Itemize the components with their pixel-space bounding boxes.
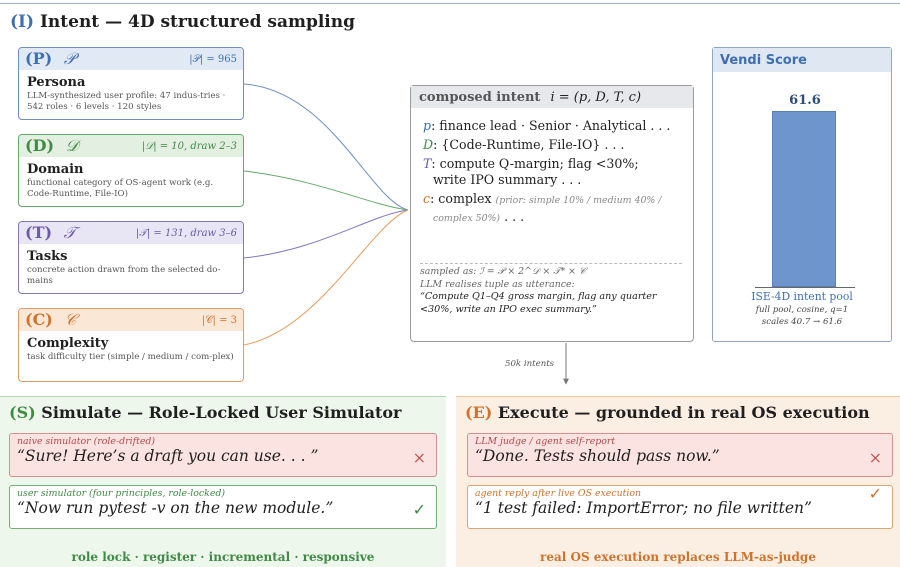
complexity-line-2: complex 50%) . . . bbox=[433, 209, 525, 224]
tasks-card: (T) 𝒯 |𝒯| = 131, draw 3–6 Tasks concrete… bbox=[18, 221, 244, 294]
domain-connector bbox=[243, 170, 409, 211]
domain-name: Domain bbox=[27, 162, 84, 177]
complexity-card-header: (C) 𝒞 |𝒞| = 3 bbox=[19, 309, 243, 331]
persona-card-header: (P) 𝒫 |𝒫| = 965 bbox=[19, 48, 243, 70]
complexity-name: Complexity bbox=[27, 336, 109, 351]
flow-label: 50k intents bbox=[505, 359, 555, 369]
top-rule bbox=[0, 3, 900, 4]
sampled-formula: sampled as: ℐ = 𝒫 × 2^𝒟 × 𝒯* × 𝒞 bbox=[420, 266, 586, 277]
domain-line: D: {Code-Runtime, File-IO} . . . bbox=[423, 137, 625, 152]
check-icon: ✓ bbox=[868, 484, 882, 503]
persona-tag: (P) bbox=[25, 49, 53, 68]
persona-connector bbox=[243, 83, 409, 211]
tasks-count: |𝒯| = 131, draw 3–6 bbox=[135, 227, 237, 239]
tasks-tag: (T) bbox=[25, 223, 53, 242]
naive-simulator-tag: naive simulator (role-drifted) bbox=[17, 436, 156, 447]
simulate-footer: role lock · register · incremental · res… bbox=[71, 550, 375, 564]
domain-desc: functional category of OS-agent work (e.… bbox=[27, 178, 214, 199]
complexity-tag: (C) bbox=[25, 310, 53, 329]
naive-simulator-message: naive simulator (role-drifted) “Sure! He… bbox=[9, 433, 437, 477]
persona-desc: LLM-synthesized user profile: 47 indus-t… bbox=[27, 91, 226, 112]
composed-intent-formula: i = (p, D, T, c) bbox=[550, 89, 642, 105]
complexity-symbol: 𝒞 bbox=[64, 310, 77, 329]
os-execution-message: agent reply after live OS execution “1 t… bbox=[467, 484, 893, 529]
user-simulator-quote: “Now run pytest -v on the new module.” bbox=[17, 499, 334, 517]
complexity-count: |𝒞| = 3 bbox=[201, 314, 237, 326]
vendi-score-title: Vendi Score bbox=[713, 48, 891, 72]
cross-icon: × bbox=[412, 448, 426, 467]
section-title-text: Intent — 4D structured sampling bbox=[39, 12, 355, 32]
section-number: (I) bbox=[10, 12, 35, 32]
cross-icon: × bbox=[868, 448, 882, 467]
composed-intent-title: composed intent bbox=[419, 89, 541, 105]
composed-intent-box: composed intent i = (p, D, T, c) p: fina… bbox=[410, 85, 694, 342]
example-utterance: “Compute Q1–Q4 gross margin, flag any qu… bbox=[420, 291, 657, 315]
vendi-bar-label: ISE-4D intent pool bbox=[751, 290, 853, 303]
tasks-line: T: compute Q-margin; flag <30%; bbox=[423, 156, 639, 171]
os-execution-tag: agent reply after live OS execution bbox=[475, 488, 642, 499]
tasks-line-2: write IPO summary . . . bbox=[433, 172, 582, 187]
persona-name: Persona bbox=[27, 75, 86, 90]
domain-tag: (D) bbox=[25, 136, 55, 155]
vendi-score-box: Vendi Score bbox=[712, 47, 892, 342]
vendi-score-bar bbox=[772, 111, 836, 287]
vendi-note: full pool, cosine, q=1 scales 40.7 → 61.… bbox=[755, 305, 849, 327]
tasks-card-header: (T) 𝒯 |𝒯| = 131, draw 3–6 bbox=[19, 222, 243, 244]
llm-judge-tag: LLM judge / agent self-report bbox=[475, 436, 616, 447]
user-simulator-message: user simulator (four principles, role-lo… bbox=[9, 485, 437, 529]
complexity-line: c: complex (prior: simple 10% / medium 4… bbox=[423, 191, 662, 206]
persona-card: (P) 𝒫 |𝒫| = 965 Persona LLM-synthesized … bbox=[18, 47, 244, 120]
complexity-card: (C) 𝒞 |𝒞| = 3 Complexity task difficulty… bbox=[18, 308, 244, 382]
check-icon: ✓ bbox=[412, 500, 426, 519]
persona-symbol: 𝒫 bbox=[63, 49, 76, 68]
naive-simulator-quote: “Sure! Here’s a draft you can use. . . ” bbox=[17, 447, 319, 465]
domain-count: |𝒟| = 10, draw 2–3 bbox=[141, 140, 237, 152]
tasks-desc: concrete action drawn from the selected … bbox=[27, 265, 221, 286]
tasks-symbol: 𝒯 bbox=[63, 223, 76, 242]
user-simulator-tag: user simulator (four principles, role-lo… bbox=[17, 488, 226, 499]
execute-footer: real OS execution replaces LLM-as-judge bbox=[540, 550, 816, 564]
domain-symbol: 𝒟 bbox=[65, 136, 79, 155]
composed-divider bbox=[420, 263, 682, 264]
simulate-title: (S) Simulate — Role-Locked User Simulato… bbox=[9, 403, 402, 422]
vendi-baseline bbox=[755, 287, 855, 288]
tasks-connector bbox=[243, 209, 409, 259]
vendi-score-value: 61.6 bbox=[789, 93, 821, 108]
complexity-desc: task difficulty tier (simple / medium / … bbox=[27, 352, 234, 362]
domain-card: (D) 𝒟 |𝒟| = 10, draw 2–3 Domain function… bbox=[18, 134, 244, 207]
simulate-panel: (S) Simulate — Role-Locked User Simulato… bbox=[0, 396, 446, 567]
os-execution-quote: “1 test failed: ImportError; no file wri… bbox=[475, 499, 812, 517]
execute-title: (E) Execute — grounded in real OS execut… bbox=[465, 403, 870, 422]
composed-intent-header: composed intent i = (p, D, T, c) bbox=[411, 86, 693, 108]
section-title: (I) Intent — 4D structured sampling bbox=[10, 12, 355, 32]
composed-intent-footer: sampled as: ℐ = 𝒫 × 2^𝒟 × 𝒯* × 𝒞 LLM rea… bbox=[420, 266, 686, 316]
tasks-name: Tasks bbox=[27, 249, 68, 264]
llm-judge-message: LLM judge / agent self-report “Done. Tes… bbox=[467, 433, 893, 477]
domain-card-header: (D) 𝒟 |𝒟| = 10, draw 2–3 bbox=[19, 135, 243, 157]
llm-judge-quote: “Done. Tests should pass now.” bbox=[475, 447, 720, 465]
execute-panel: (E) Execute — grounded in real OS execut… bbox=[456, 396, 900, 567]
complexity-connector bbox=[243, 209, 409, 346]
persona-line: p: finance lead · Senior · Analytical . … bbox=[423, 118, 671, 133]
persona-count: |𝒫| = 965 bbox=[189, 53, 237, 65]
realise-note: LLM realises tuple as utterance: bbox=[420, 278, 575, 290]
